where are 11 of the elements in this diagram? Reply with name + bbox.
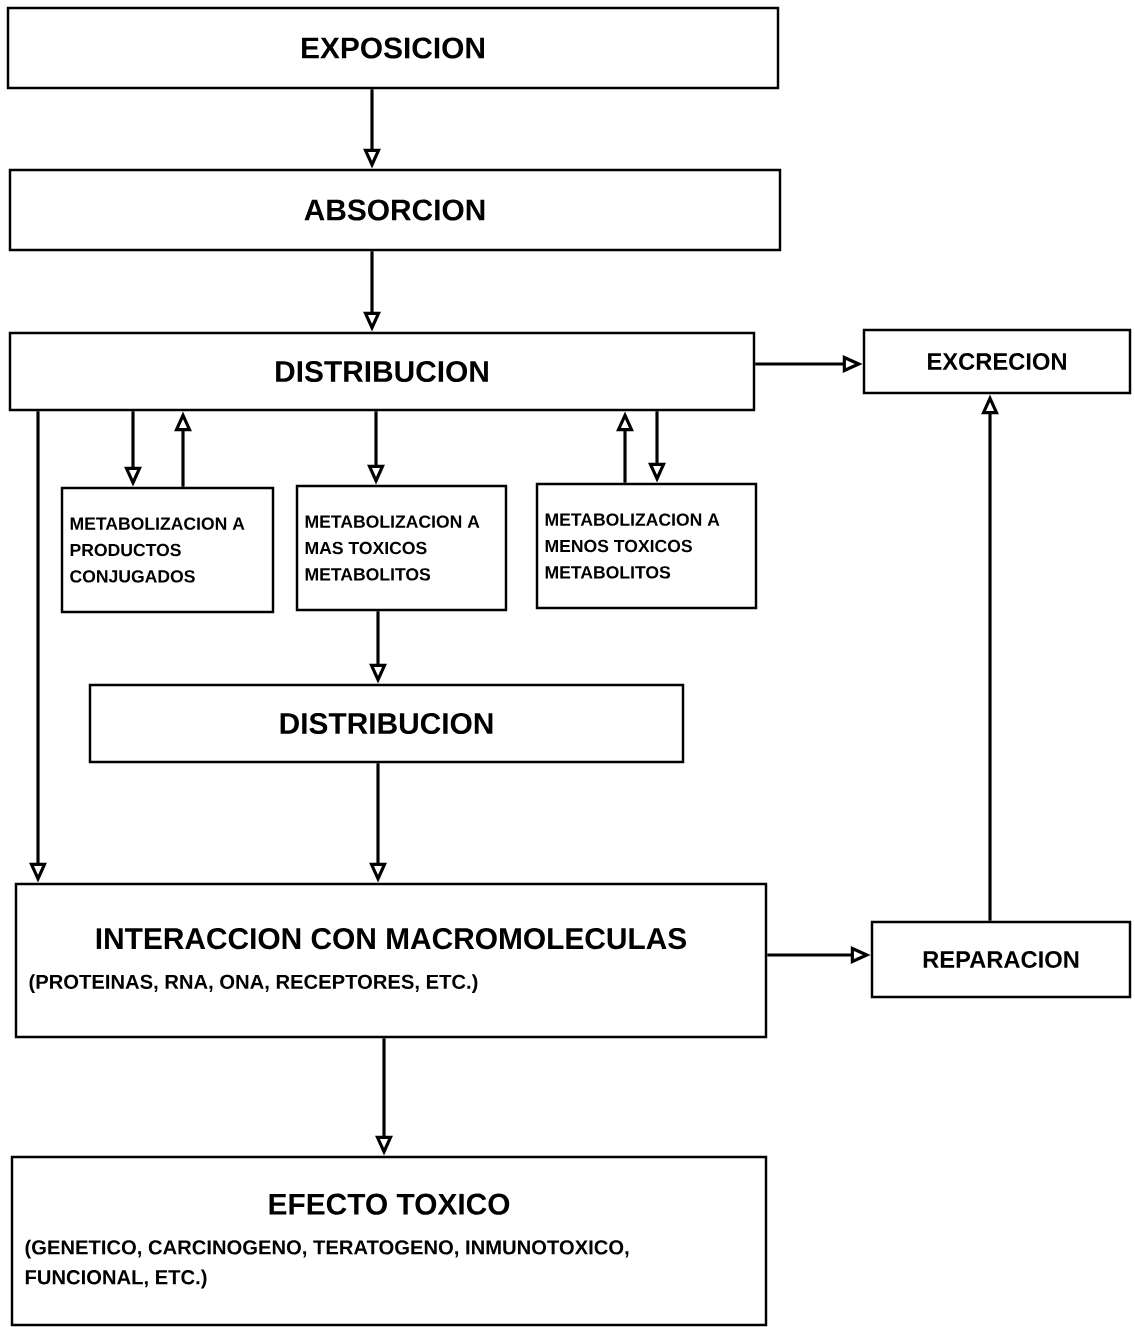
process-box: EFECTO TOXICO (GENETICO, CARCINOGENO, TERATOGENO, INMUNOTOXICO, FUNCIONAL, ETC.) [10, 1155, 768, 1327]
process-box: METABOLIZACION A PRODUCTOS CONJUGADOS [60, 486, 275, 614]
process-box: DISTRIBUCION [88, 683, 685, 764]
process-box: DISTRIBUCION [8, 331, 756, 412]
process-box: EXCRECION [862, 328, 1132, 395]
process-box: ABSORCION [8, 168, 782, 252]
process-box: EXPOSICION [6, 6, 780, 90]
process-box: REPARACION [870, 920, 1132, 999]
process-box: INTERACCION CON MACROMOLECULAS (PROTEINAS, RNA, ONA, RECEPTORES, ETC.) [14, 882, 768, 1039]
process-box: METABOLIZACION A MENOS TOXICOS METABOLITOS [535, 482, 758, 610]
process-box: METABOLIZACION A MAS TOXICOS METABOLITOS [295, 484, 508, 612]
